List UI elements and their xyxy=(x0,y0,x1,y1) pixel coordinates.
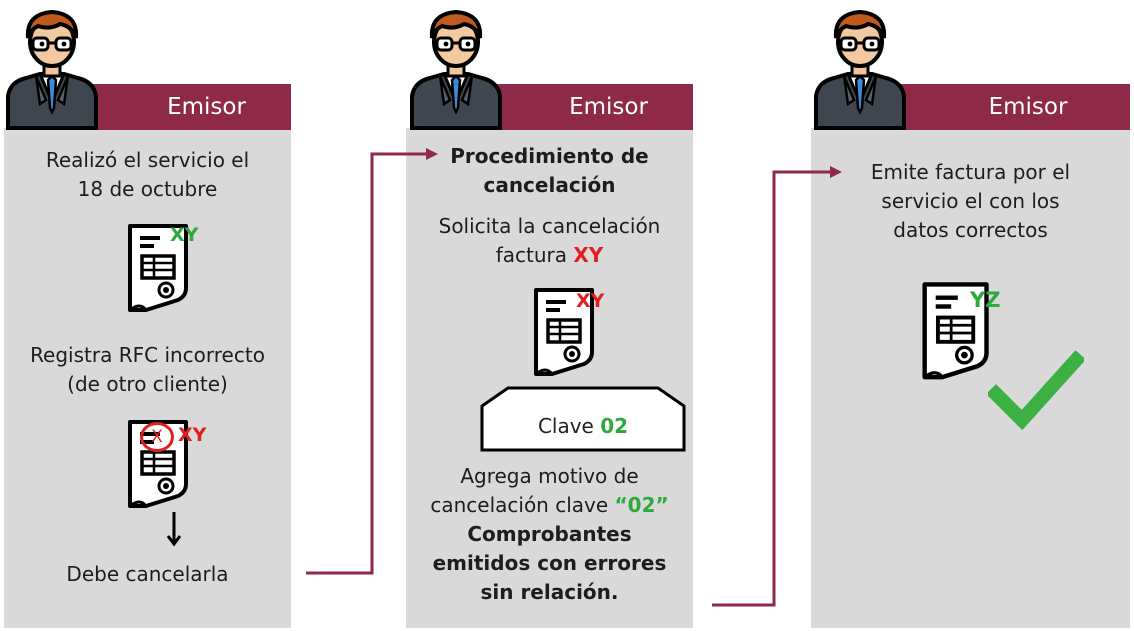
clave-box: Clave 02 xyxy=(482,408,684,444)
panel-2-reason: Agrega motivo de cancelación clave “02” … xyxy=(406,462,693,607)
panel-3-text: Emite factura por el servicio el con los… xyxy=(811,158,1130,245)
arrow-right-icon xyxy=(426,148,438,160)
panel-2-line2: factura XY xyxy=(406,241,693,270)
doc-label: XY xyxy=(576,290,605,312)
clave-label: Clave xyxy=(537,414,594,438)
panel-2-line2-text: factura xyxy=(495,243,574,267)
panel-3-header-label: Emisor xyxy=(988,94,1068,120)
panel-2-bold3: sin relación. xyxy=(480,580,619,604)
panel-2 xyxy=(406,128,693,628)
panel-1-line1: Realizó el servicio el xyxy=(45,148,250,172)
panel-2-title2: cancelación xyxy=(483,173,616,197)
panel-1-text-cancel: Debe cancelarla xyxy=(4,560,291,589)
panel-2-bold1: Comprobantes xyxy=(467,522,632,546)
panel-2-title: Procedimiento de cancelación xyxy=(406,142,693,200)
panel-1-text-service: Realizó el servicio el 18 de octubre xyxy=(4,146,291,204)
invoice-document-icon: XY xyxy=(532,286,604,382)
clave-box-shape xyxy=(480,386,686,452)
panel-2-line4-text: cancelación clave xyxy=(430,493,615,517)
panel-2-header: Emisor xyxy=(484,84,693,130)
panel-2-line4-code: “02” xyxy=(614,493,669,517)
invoice-document-icon: XY xyxy=(126,222,198,318)
panel-3-line3: datos correctos xyxy=(893,218,1048,242)
panel-1-header: Emisor xyxy=(82,84,291,130)
connector-2 xyxy=(712,170,832,607)
doc-label: YZ xyxy=(970,288,1001,312)
cancel-mark-icon: X xyxy=(140,422,174,452)
panel-2-bold2: emitidos con errores xyxy=(432,551,667,575)
check-mark-icon xyxy=(988,350,1084,430)
panel-1-line2: 18 de octubre xyxy=(77,177,218,201)
panel-3 xyxy=(811,128,1130,628)
panel-2-line1: Solicita la cancelación xyxy=(438,214,661,238)
panel-3-header: Emisor xyxy=(886,84,1130,130)
panel-2-header-label: Emisor xyxy=(569,94,648,120)
panel-2-line2-code: XY xyxy=(573,243,604,267)
panel-2-request: Solicita la cancelación factura XY xyxy=(406,212,693,270)
doc-label: XY xyxy=(178,424,207,446)
panel-3-line2: servicio el con los xyxy=(881,189,1060,213)
arrow-right-icon xyxy=(830,166,842,178)
panel-1-line4: (de otro cliente) xyxy=(67,372,228,396)
panel-2-line4: cancelación clave “02” xyxy=(406,491,693,520)
invoice-document-icon: YZ xyxy=(920,280,1000,386)
panel-1-text-rfc: Registra RFC incorrecto (de otro cliente… xyxy=(4,341,291,399)
panel-1-header-label: Emisor xyxy=(167,94,246,120)
panel-3-line1: Emite factura por el xyxy=(870,160,1071,184)
clave-code: 02 xyxy=(600,414,629,438)
arrow-down-icon xyxy=(166,512,182,547)
panel-2-title1: Procedimiento de xyxy=(450,144,649,168)
panel-1 xyxy=(4,128,291,628)
panel-1-line3: Registra RFC incorrecto xyxy=(30,343,265,367)
panel-1-line5: Debe cancelarla xyxy=(66,562,229,586)
invoice-document-cancelled-icon: XY X xyxy=(126,418,206,514)
doc-label: XY xyxy=(170,224,199,246)
panel-2-line3: Agrega motivo de xyxy=(460,464,639,488)
connector-1 xyxy=(306,152,428,575)
